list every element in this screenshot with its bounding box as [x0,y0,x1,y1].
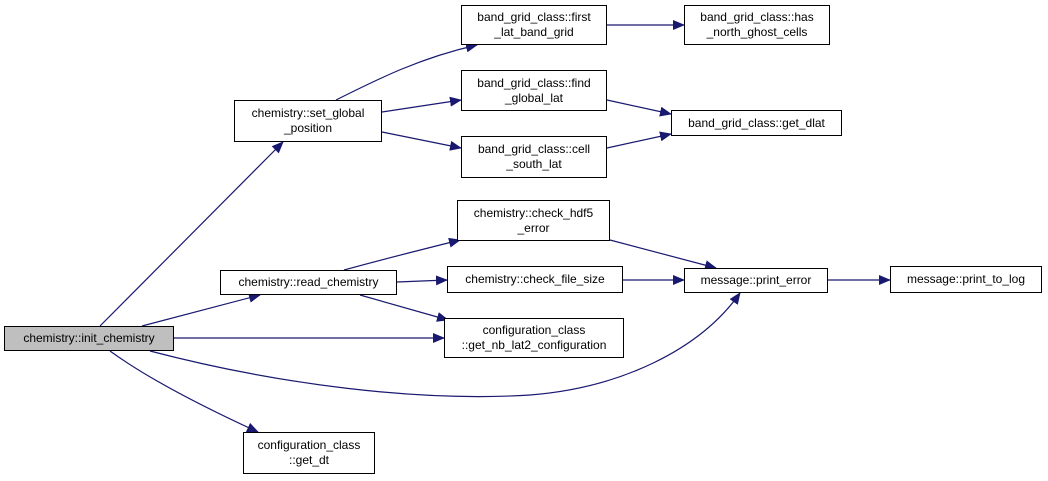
node-label-line: _position [283,121,333,135]
edge-read-chemistry-to-check-hdf5-error [343,237,461,271]
node-has-north-ghost-cells[interactable]: band_grid_class::has _north_ghost_cells [684,5,830,45]
edge-read-chemistry-to-check-file-size [396,275,448,286]
node-get-nb-lat2-configuration[interactable]: configuration_class ::get_nb_lat2_config… [444,318,624,358]
node-label-line: chemistry::set_global [251,106,365,120]
node-get-dt[interactable]: configuration_class ::get_dt [243,432,375,474]
edge-read-chemistry-to-get-nb-lat2-configuration [359,294,449,322]
edge-find-global-lat-to-get-dlat [606,99,672,117]
node-label-line: ::get_dt [288,453,330,467]
node-label-line: _north_ghost_cells [706,25,808,39]
node-label-line: band_grid_class::cell [477,142,591,156]
edge-set-global-position-to-find-global-lat [381,96,462,113]
node-init-chemistry[interactable]: chemistry::init_chemistry [4,326,174,351]
edge-set-global-position-to-first-lat-band-grid [335,42,478,101]
node-get-dlat[interactable]: band_grid_class::get_dlat [671,110,842,136]
node-label-line: message::print_error [700,273,812,287]
node-check-hdf5-error[interactable]: chemistry::check_hdf5 _error [457,200,610,241]
node-label-line: chemistry::check_file_size [465,272,605,286]
edge-set-global-position-to-cell-south-lat [381,131,462,151]
edge-cell-south-lat-to-get-dlat [606,131,672,149]
node-label-line: band_grid_class::get_dlat [688,115,825,130]
node-label-line: _lat_band_grid [494,25,574,39]
node-print-to-log[interactable]: message::print_to_log [890,266,1042,293]
node-label-line: band_grid_class::first [477,10,591,24]
node-label-line: configuration_class [482,323,586,337]
edge-init-chemistry-to-read-chemistry [141,292,261,327]
node-label-line: _error [517,220,550,235]
node-label-line: configuration_class [257,438,361,452]
node-label-line: band_grid_class::find [477,75,591,90]
node-cell-south-lat[interactable]: band_grid_class::cell _south_lat [461,136,607,178]
node-label-line: band_grid_class::has [700,10,814,24]
node-label-line: ::get_nb_lat2_configuration [461,338,607,352]
edge-init-chemistry-to-set-global-position [99,141,284,327]
node-label-line: chemistry::init_chemistry [23,331,155,345]
node-label-line: _global_lat [504,90,564,105]
node-label-line: chemistry::check_hdf5 [473,205,594,220]
edge-init-chemistry-to-print-error [149,292,741,398]
node-check-file-size[interactable]: chemistry::check_file_size [447,266,623,293]
node-first-lat-band-grid[interactable]: band_grid_class::first _lat_band_grid [461,5,607,45]
node-label-line: _south_lat [506,157,562,171]
node-label-line: message::print_to_log [906,272,1026,286]
node-find-global-lat[interactable]: band_grid_class::find _global_lat [461,70,607,111]
node-read-chemistry[interactable]: chemistry::read_chemistry [220,270,397,295]
node-print-error[interactable]: message::print_error [684,268,828,293]
edge-init-chemistry-to-get-dt [109,350,259,433]
node-set-global-position[interactable]: chemistry::set_global _position [234,100,382,142]
node-label-line: chemistry::read_chemistry [238,275,379,289]
edge-check-hdf5-error-to-print-error [609,239,717,271]
